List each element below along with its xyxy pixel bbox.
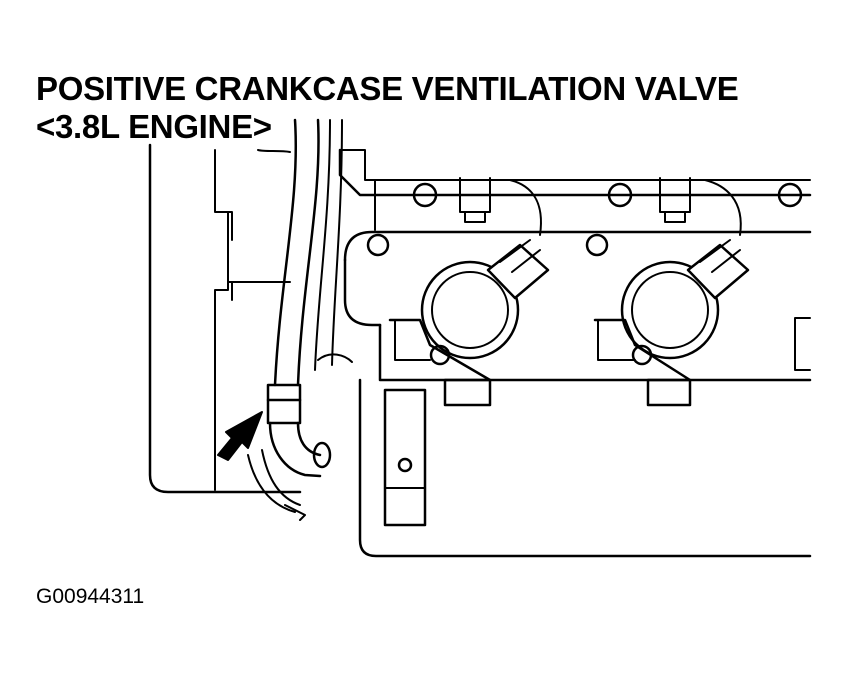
injector-port-1	[388, 239, 550, 407]
pcv-valve	[247, 383, 332, 521]
pcv-hose	[257, 118, 353, 387]
arrow-icon	[217, 411, 263, 461]
valve-cover-lower	[383, 388, 427, 527]
intake-plenum	[338, 148, 812, 236]
injector-port-3-partial	[794, 317, 811, 371]
figure-id: G00944311	[36, 585, 145, 608]
valve-cover-outline	[148, 143, 302, 494]
intake-manifold	[343, 230, 812, 558]
title-line-1: POSITIVE CRANKCASE VENTILATION VALVE	[36, 70, 739, 107]
injector-port-2	[593, 239, 750, 407]
title-line-2: <3.8L ENGINE>	[36, 108, 272, 145]
diagram-title: POSITIVE CRANKCASE VENTILATION VALVE <3.…	[36, 70, 739, 146]
